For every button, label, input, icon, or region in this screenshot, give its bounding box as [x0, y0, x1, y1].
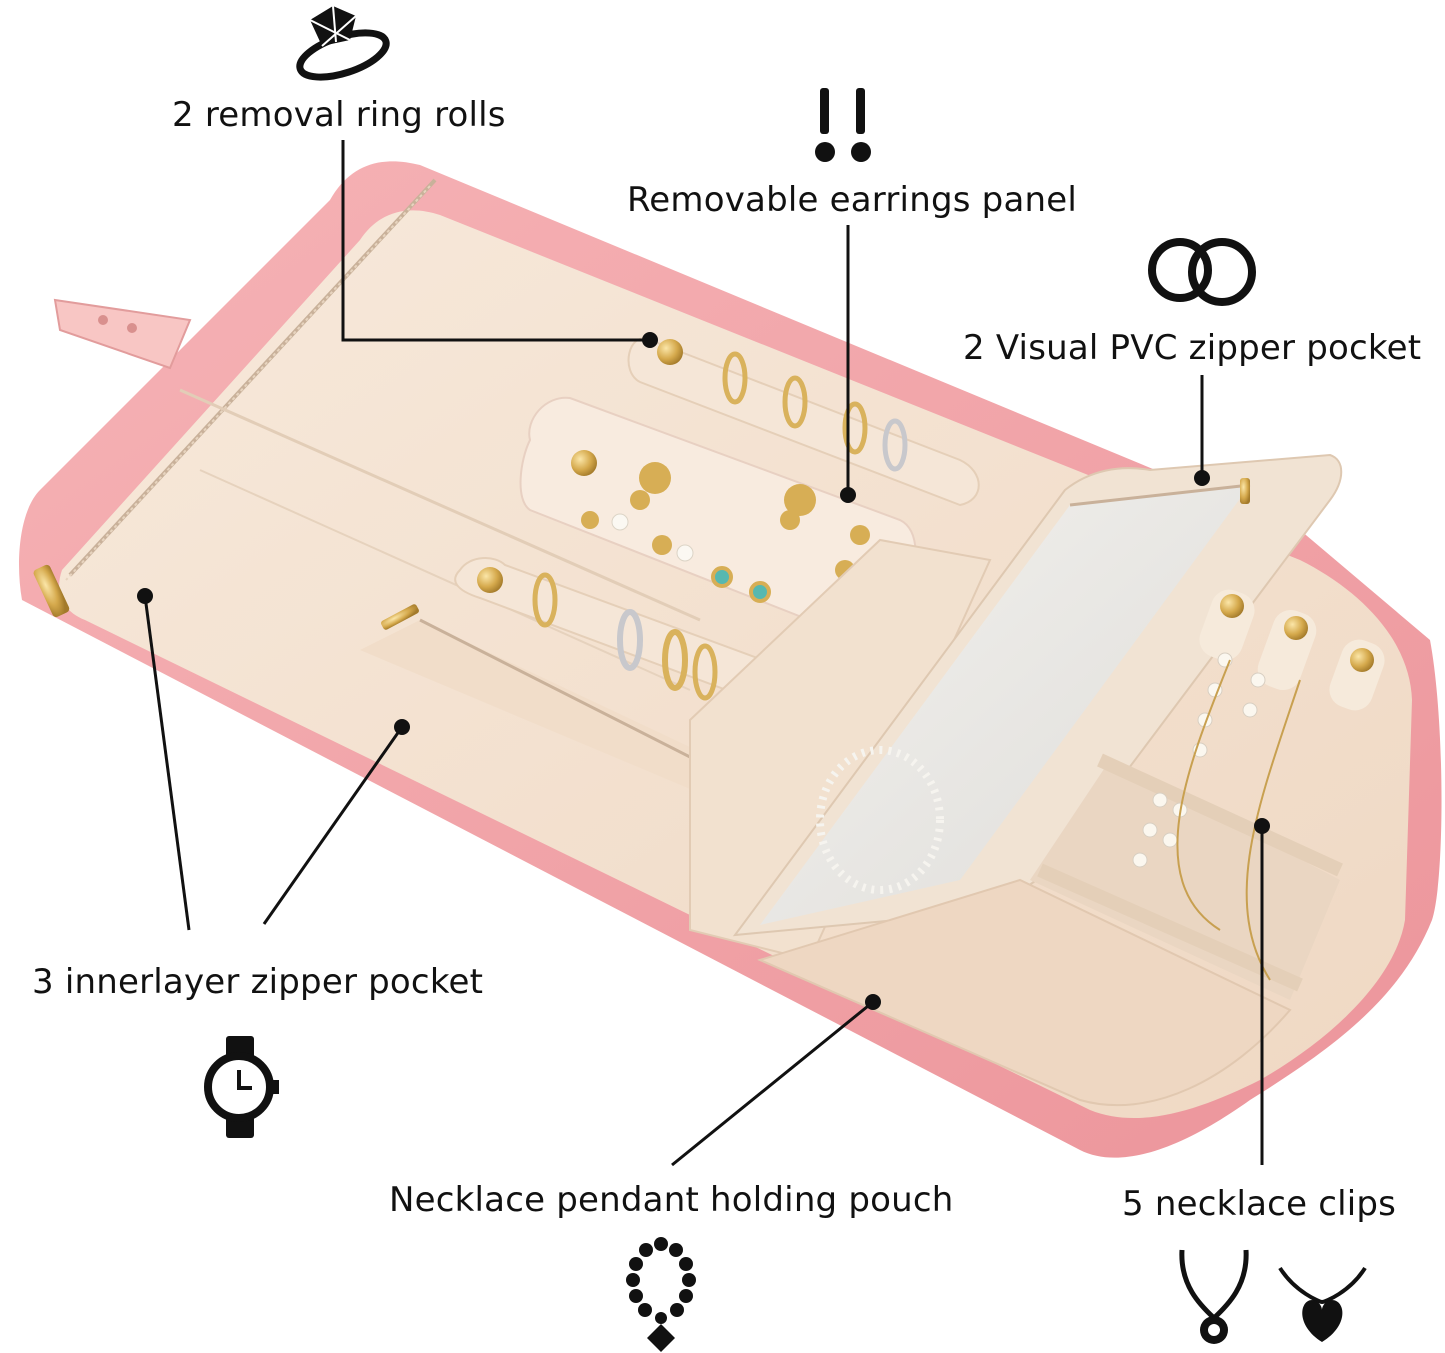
necklace-clips-label: 5 necklace clips: [1122, 1184, 1397, 1224]
pendant-pouch: [757, 878, 1292, 1107]
lower-ring-roll: [454, 557, 802, 712]
ring-rolls-label: 2 removal ring rolls: [172, 95, 506, 135]
left-zipper: [33, 178, 437, 617]
innerlayer-leader-right: [262, 726, 404, 925]
watch-icon: [204, 1036, 279, 1138]
earrings-icon: [815, 88, 871, 162]
innerlayer-leader-left: [143, 595, 191, 931]
necklace-clip-tabs: [1199, 589, 1385, 711]
earrings-panel-label: Removable earrings panel: [627, 180, 1077, 220]
ring-rolls-leader: [341, 140, 650, 342]
pvc-pocket-flap: [732, 453, 1343, 937]
bead-necklace-icon: [626, 1237, 696, 1352]
closure-strap: [53, 298, 192, 370]
left-panel-seams: [179, 388, 701, 691]
leader-dots: [137, 332, 1270, 1010]
pvc-pocket-label: 2 Visual PVC zipper pocket: [963, 328, 1422, 368]
heart-necklace-icon: [1278, 1266, 1367, 1342]
ring-icon: [296, 5, 390, 81]
hoop-earrings-icon: [1148, 238, 1256, 306]
pendant-pouch-leader: [671, 1000, 874, 1167]
leader-lines: [143, 140, 1264, 1167]
pendant-pouch-label: Necklace pendant holding pouch: [389, 1180, 954, 1220]
innerlayer-pocket-label: 3 innerlayer zipper pocket: [32, 962, 484, 1002]
upper-ring-roll: [627, 337, 980, 507]
pendant-necklace-icon: [1179, 1249, 1249, 1344]
